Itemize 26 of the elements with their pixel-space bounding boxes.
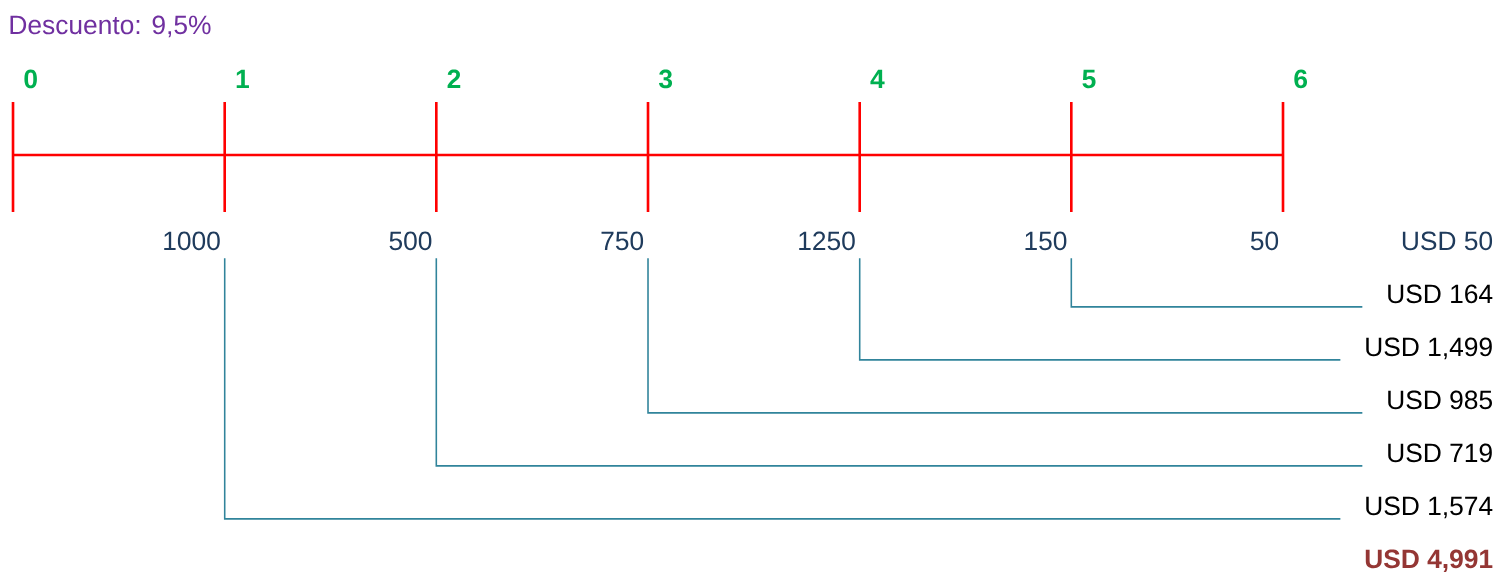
cash-flow-amount: 150 — [1025, 231, 1067, 251]
present-value: USD 50 — [1402, 231, 1493, 251]
cash-flow-amount: 1000 — [164, 231, 220, 251]
connector-line — [858, 257, 1342, 361]
cash-flow-amount: 50 — [1250, 231, 1279, 251]
period-number: 0 — [24, 69, 37, 89]
present-value: USD 719 — [1388, 443, 1492, 463]
title: Descuento: 9,5% — [10, 15, 211, 38]
cash-flow-amount: 750 — [601, 231, 644, 251]
connector-line — [647, 257, 1364, 414]
period-number: 4 — [870, 69, 885, 88]
connector-line — [435, 257, 1364, 467]
period-number: 2 — [447, 69, 461, 88]
period-number: 5 — [1082, 69, 1096, 89]
cash-flow-amount: 1250 — [799, 231, 855, 251]
connector-line — [1070, 257, 1364, 308]
present-value: USD 1,499 — [1366, 337, 1492, 360]
present-value: USD 164 — [1388, 284, 1493, 304]
period-number: 6 — [1294, 69, 1308, 89]
period-number: 1 — [236, 69, 249, 88]
present-value: USD 1,574 — [1366, 496, 1493, 519]
present-value: USD 985 — [1388, 390, 1492, 410]
cash-flow-amount: 500 — [389, 231, 432, 251]
connector-line — [223, 257, 1342, 520]
period-number: 3 — [658, 69, 673, 89]
total-value: USD 4,991 — [1365, 549, 1493, 573]
